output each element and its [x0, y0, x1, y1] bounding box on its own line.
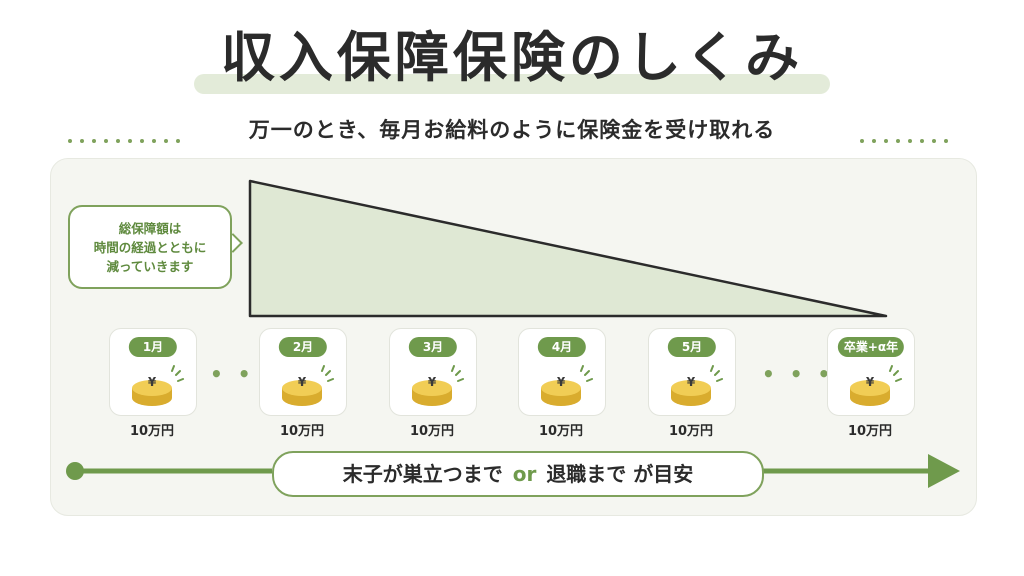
- yen-symbol: ¥: [298, 375, 307, 389]
- yen-symbol: ¥: [557, 375, 566, 389]
- subtitle: 万一のとき、毎月お給料のように保険金を受け取れる: [248, 118, 776, 142]
- month-label: 2月: [278, 337, 328, 357]
- coverage-note-bubble: 総保障額は 時間の経過とともに 減っていきます: [68, 205, 232, 289]
- subtitle-row: 万一のとき、毎月お給料のように保険金を受け取れる: [0, 112, 1024, 148]
- timeline-part-1: 末子が巣立つまで: [342, 462, 503, 486]
- yen-coin-icon: ¥: [541, 365, 593, 406]
- yen-symbol: ¥: [866, 375, 875, 389]
- month-amount-1: 10万円: [129, 424, 175, 439]
- month-amount-final: 10万円: [847, 424, 893, 439]
- yen-coin-icon: ¥: [282, 365, 334, 406]
- month-label: 卒業+α年: [837, 337, 905, 357]
- yen-coin-icon: ¥: [412, 365, 464, 406]
- month-label: 1月: [128, 337, 178, 357]
- dotted-rule-left: [68, 128, 188, 143]
- dotted-rule-right: [860, 128, 956, 143]
- page-title: 収入保障保険のしくみ: [220, 26, 804, 89]
- month-card-4: 4月 ¥: [518, 328, 606, 416]
- ellipsis-right: • • •: [762, 362, 835, 386]
- month-card-final: 卒業+α年 ¥: [827, 328, 915, 416]
- bubble-line-1: 総保障額は: [118, 220, 182, 236]
- month-card-3: 3月 ¥: [389, 328, 477, 416]
- title-area: 収入保障保険のしくみ: [0, 0, 1024, 100]
- month-label: 5月: [667, 337, 717, 357]
- month-card-2: 2月 ¥: [259, 328, 347, 416]
- yen-symbol: ¥: [148, 375, 157, 389]
- timeline-or: or: [512, 462, 537, 486]
- yen-symbol: ¥: [687, 375, 696, 389]
- yen-coin-icon: ¥: [850, 365, 902, 406]
- timeline-part-2: 退職まで が目安: [546, 462, 694, 486]
- timeline-label: 末子が巣立つまで or 退職まで が目安: [272, 451, 764, 497]
- bubble-line-3: 減っていきます: [106, 258, 194, 274]
- month-amount-2: 10万円: [279, 424, 325, 439]
- bubble-line-2: 時間の経過とともに: [93, 239, 207, 255]
- title-highlight: [194, 74, 830, 94]
- month-amount-5: 10万円: [668, 424, 714, 439]
- month-amount-3: 10万円: [409, 424, 455, 439]
- month-label: 4月: [537, 337, 587, 357]
- month-card-5: 5月 ¥: [648, 328, 736, 416]
- yen-coin-icon: ¥: [671, 365, 723, 406]
- month-label: 3月: [408, 337, 458, 357]
- yen-symbol: ¥: [428, 375, 437, 389]
- month-amount-4: 10万円: [538, 424, 584, 439]
- month-card-1: 1月 ¥: [109, 328, 197, 416]
- yen-coin-icon: ¥: [132, 365, 184, 406]
